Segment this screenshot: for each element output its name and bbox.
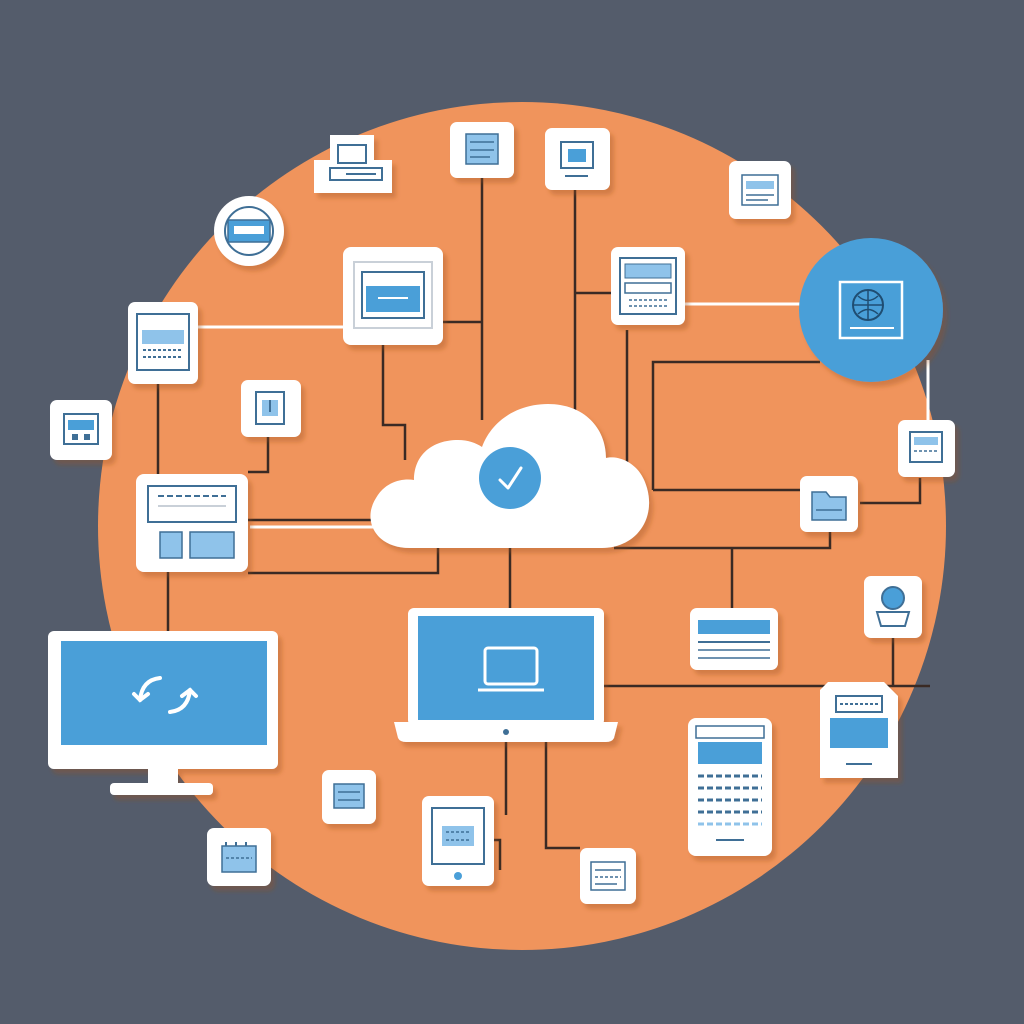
mini-card-right (898, 420, 955, 477)
laptop-screen (418, 616, 594, 720)
desktop-monitor-screen (61, 641, 267, 745)
list-card (690, 608, 778, 670)
laptop-indicator (503, 729, 509, 735)
panel-card-top-right (729, 161, 791, 219)
chip-icon (222, 842, 256, 872)
check-badge (479, 447, 541, 509)
note-card-bottom (580, 848, 636, 904)
file-icon (334, 784, 364, 808)
document-icon (466, 134, 498, 164)
